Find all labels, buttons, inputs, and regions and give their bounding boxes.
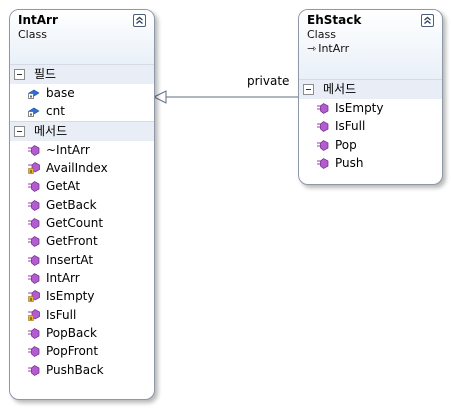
method-icon <box>317 139 329 151</box>
method-name: IsFull <box>335 119 366 134</box>
method-icon <box>317 157 329 169</box>
method-row[interactable]: InsertAt <box>10 251 154 269</box>
method-icon <box>28 180 40 193</box>
method-name: IntArr <box>46 271 80 286</box>
method-row[interactable]: GetBack <box>10 196 154 214</box>
protected-method-icon <box>28 162 40 174</box>
method-row[interactable]: PopFront <box>10 342 154 360</box>
fields-list: base cnt <box>10 84 154 121</box>
methods-section-label: 메서드 <box>34 123 68 138</box>
collapse-icon[interactable] <box>133 14 146 27</box>
fields-section-label: 필드 <box>34 67 57 81</box>
method-name: IsFull <box>46 307 77 322</box>
method-row[interactable]: IsFull <box>299 117 442 135</box>
base-class-name: IntArr <box>318 42 350 55</box>
method-name: GetBack <box>46 197 97 212</box>
method-row[interactable]: IntArr <box>10 269 154 287</box>
base-class-row: ⇾IntArr <box>307 42 434 56</box>
class-ehstack-name: EhStack <box>307 13 362 27</box>
method-row[interactable]: Pop <box>299 136 442 154</box>
class-ehstack-header: EhStack Class ⇾IntArr <box>299 10 442 79</box>
method-icon <box>317 102 329 114</box>
collapse-toggle-icon[interactable] <box>14 125 25 137</box>
collapse-toggle-icon[interactable] <box>14 69 25 80</box>
method-row[interactable]: PushBack <box>10 361 154 379</box>
method-icon <box>317 120 329 133</box>
method-row[interactable]: IsEmpty <box>10 287 154 305</box>
field-row[interactable]: cnt <box>10 102 154 120</box>
method-icon <box>28 272 40 285</box>
inherits-arrow-icon: ⇾ <box>307 42 317 55</box>
class-ehstack-kind: Class <box>307 28 336 41</box>
association-label: private <box>247 74 290 88</box>
protected-method-icon <box>28 290 40 303</box>
field-name: base <box>46 86 75 100</box>
method-name: AvailIndex <box>46 161 108 176</box>
fields-section-header[interactable]: 필드 <box>10 64 154 84</box>
method-icon <box>28 144 40 156</box>
field-name: cnt <box>46 104 65 119</box>
class-intarr-name: IntArr <box>18 13 58 27</box>
method-name: PopFront <box>46 344 99 359</box>
method-icon <box>28 364 40 376</box>
method-name: Push <box>335 156 364 171</box>
method-name: PopBack <box>46 326 97 341</box>
method-row[interactable]: IsFull <box>10 306 154 324</box>
method-icon <box>28 327 40 340</box>
method-row[interactable]: GetCount <box>10 214 154 232</box>
method-name: GetAt <box>46 179 81 194</box>
method-name: IsEmpty <box>46 289 95 304</box>
protected-method-icon <box>28 308 40 321</box>
method-row[interactable]: GetFront <box>10 232 154 250</box>
methods-section-header[interactable]: 메서드 <box>299 79 442 99</box>
method-name: InsertAt <box>46 252 94 267</box>
method-row[interactable]: ~IntArr <box>10 141 154 159</box>
class-intarr-kind: Class <box>18 28 47 41</box>
methods-section-label: 메서드 <box>323 82 357 96</box>
method-row[interactable]: IsEmpty <box>299 99 442 117</box>
method-icon <box>28 345 40 358</box>
method-name: IsEmpty <box>335 101 384 115</box>
method-icon <box>28 235 40 248</box>
field-icon <box>28 87 40 99</box>
class-intarr-header: IntArr Class <box>10 10 154 64</box>
field-row[interactable]: base <box>10 84 154 102</box>
inheritance-arrowhead <box>152 90 167 104</box>
method-row[interactable]: PopBack <box>10 324 154 342</box>
method-row[interactable]: GetAt <box>10 177 154 195</box>
method-row[interactable]: AvailIndex <box>10 159 154 177</box>
method-row[interactable]: Push <box>299 154 442 172</box>
method-icon <box>28 254 40 266</box>
collapse-icon[interactable] <box>421 14 434 27</box>
method-name: Pop <box>335 137 357 152</box>
method-name: PushBack <box>46 362 104 377</box>
field-icon <box>28 105 40 118</box>
method-icon <box>28 217 40 229</box>
collapse-toggle-icon[interactable] <box>303 84 314 95</box>
method-name: GetCount <box>46 216 104 231</box>
method-name: ~IntArr <box>46 142 90 157</box>
method-icon <box>28 199 40 211</box>
method-name: GetFront <box>46 234 98 249</box>
methods-section-header[interactable]: 메서드 <box>10 120 154 141</box>
